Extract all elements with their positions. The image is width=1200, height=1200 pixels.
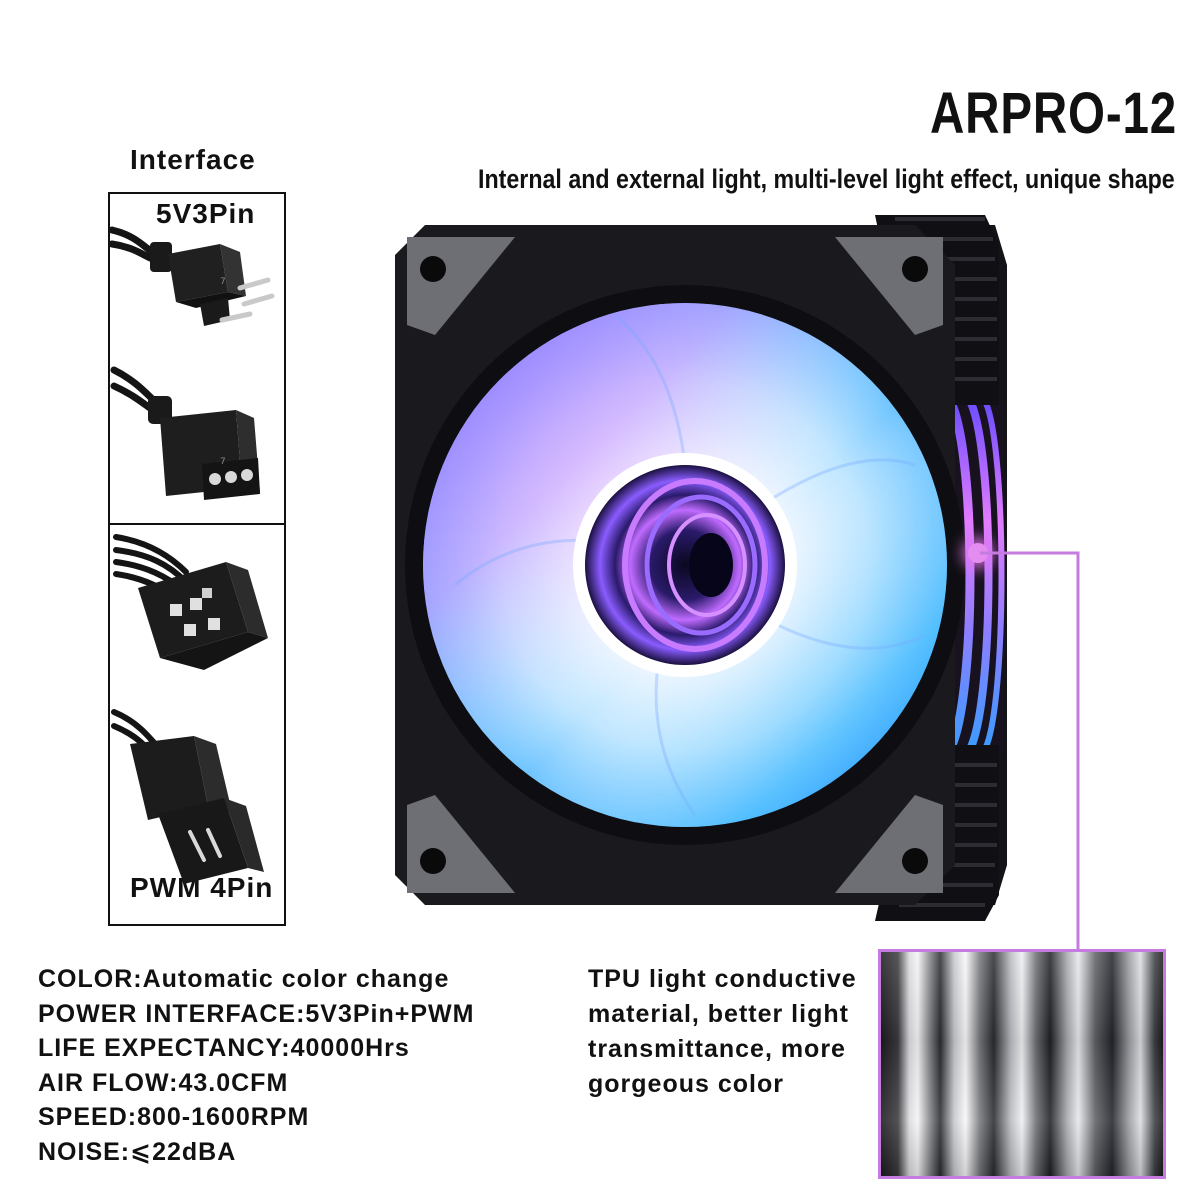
svg-text:7: 7 bbox=[220, 457, 226, 467]
argb-3pin-male-connector-icon: 7 bbox=[108, 226, 275, 326]
screw-hole-icon bbox=[420, 256, 928, 874]
tpu-line-1: TPU light conductive bbox=[588, 965, 857, 993]
rgb-fan-illustration bbox=[395, 215, 1007, 921]
spec-life-expectancy: LIFE EXPECTANCY:40000Hrs bbox=[38, 1034, 410, 1062]
connector-divider bbox=[108, 523, 286, 525]
interface-heading: Interface bbox=[130, 144, 256, 175]
leader-line bbox=[980, 551, 1080, 950]
spec-speed: SPEED:800-1600RPM bbox=[38, 1103, 310, 1131]
spec-power-interface: POWER INTERFACE:5V3Pin+PWM bbox=[38, 999, 475, 1028]
tpu-closeup-image bbox=[878, 949, 1166, 1179]
product-tagline: Internal and external light, multi-level… bbox=[478, 164, 1175, 194]
connector-illustrations: 7 7 bbox=[108, 226, 275, 884]
highlight-dot bbox=[968, 543, 988, 563]
svg-text:7: 7 bbox=[220, 277, 226, 287]
tpu-line-2: material, better light bbox=[588, 1000, 849, 1028]
spec-color: COLOR:Automatic color change bbox=[38, 965, 450, 993]
connector-panel bbox=[108, 192, 286, 926]
pwm-4pin-female-connector-icon bbox=[113, 534, 268, 670]
spec-list: COLOR:Automatic color change POWER INTER… bbox=[38, 962, 474, 1169]
argb-3pin-female-connector-icon: 7 bbox=[110, 366, 260, 500]
tpu-line-3: transmittance, more bbox=[588, 1035, 846, 1063]
tpu-description: TPU light conductive material, better li… bbox=[588, 962, 857, 1102]
product-model-title: ARPRO-12 bbox=[930, 81, 1178, 146]
tpu-line-4: gorgeous color bbox=[588, 1070, 784, 1098]
spec-air-flow: AIR FLOW:43.0CFM bbox=[38, 1068, 289, 1097]
spec-noise: NOISE:⩽22dBA bbox=[38, 1137, 237, 1166]
connector-3pin-label: 5V3Pin bbox=[156, 198, 256, 229]
fan-power-connector-icon bbox=[111, 709, 264, 884]
